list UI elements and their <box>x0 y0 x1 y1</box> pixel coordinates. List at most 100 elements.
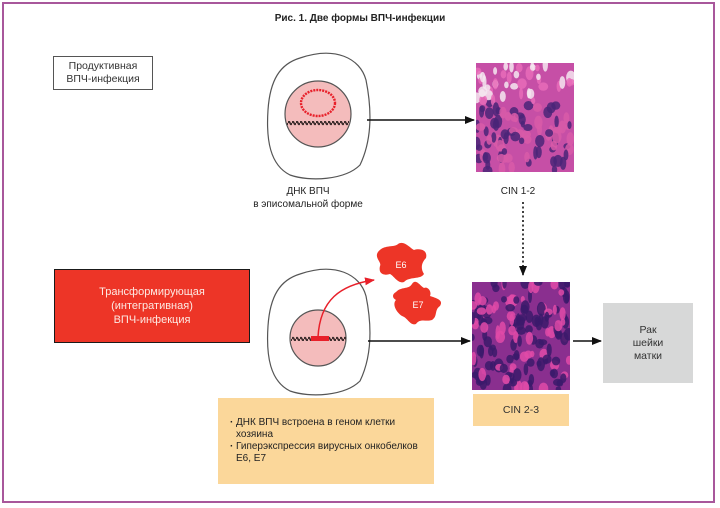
tissue-cell <box>538 82 549 91</box>
tissue-cell <box>499 106 507 119</box>
episomal-dna-ring <box>299 88 337 118</box>
tissue-cell <box>498 162 506 172</box>
tissue-cell <box>505 304 515 312</box>
transforming-label-line2: (интегративная) <box>111 300 193 312</box>
tissue-cell <box>534 115 543 130</box>
tissue-cell <box>523 135 532 144</box>
tissue-cell <box>472 351 477 366</box>
tissue-cell <box>550 140 558 151</box>
integrated-cell <box>266 268 375 396</box>
info-item: ДНК ВПЧ встроена в геном клетки хозяина <box>230 417 424 441</box>
tissue-cell <box>554 115 559 128</box>
cancer-label-line1: Рак <box>639 323 657 336</box>
tissue-cell <box>501 296 507 303</box>
tissue-cell <box>500 70 507 79</box>
tissue-cell <box>517 335 522 347</box>
tissue-cell <box>485 304 493 315</box>
tissue-cell <box>555 386 562 390</box>
tissue-cell <box>509 313 515 326</box>
tissue-cell <box>480 322 489 333</box>
tissue-cell <box>510 83 519 90</box>
tissue-cell <box>552 304 557 315</box>
tissue-cell <box>520 381 530 390</box>
tissue-cell <box>566 132 574 146</box>
tissue-cell <box>526 88 531 99</box>
tissue-cell <box>524 151 530 163</box>
tissue-cell <box>493 67 498 75</box>
episomal-caption-line2: в эписомальной форме <box>253 199 363 210</box>
tissue-cell <box>528 374 535 385</box>
tissue-cell <box>490 282 498 288</box>
tissue-cell <box>492 78 498 90</box>
tissue-cell <box>531 97 536 105</box>
tissue-cell <box>513 350 520 361</box>
tissue-cell <box>538 382 549 390</box>
tissue-cell <box>546 343 552 357</box>
tissue-cell <box>535 64 540 72</box>
cancer-label-line2: шейки <box>632 336 664 349</box>
integration-info-box: ДНК ВПЧ встроена в геном клетки хозяина … <box>218 398 434 484</box>
e7-shape <box>393 281 442 325</box>
tissue-cell <box>565 355 570 365</box>
tissue-cell <box>510 112 519 122</box>
tissue-cell <box>533 103 542 112</box>
tissue-cell <box>550 368 558 379</box>
tissue-cell <box>476 67 482 75</box>
figure-title: Рис. 1. Две формы ВПЧ-инфекции <box>274 13 446 24</box>
tissue-cell <box>509 63 514 73</box>
tissue-cell <box>491 132 497 143</box>
transforming-label-line1: Трансформирующая <box>99 286 205 298</box>
tissue-cell <box>542 63 548 72</box>
tissue-cell <box>476 144 483 151</box>
tissue-cell <box>533 282 543 286</box>
tissue-cell <box>486 134 493 145</box>
tissue-cell <box>560 332 569 346</box>
tissue-cell <box>529 64 536 71</box>
tissue-cell <box>505 296 515 307</box>
tissue-cell <box>479 71 486 83</box>
tissue-cell <box>506 71 512 84</box>
tissue-cell <box>503 63 508 71</box>
tissue-cell <box>542 354 552 364</box>
e7-label: E7 <box>412 300 423 310</box>
tissue-cell <box>525 325 533 334</box>
tissue-cell <box>551 356 561 366</box>
expression-arrow <box>317 277 375 338</box>
tissue-cell <box>478 367 486 382</box>
tissue-cell <box>502 383 512 390</box>
tissue-cell <box>500 129 510 140</box>
tissue-cell <box>499 91 506 102</box>
tissue-cell <box>499 363 508 373</box>
tissue-cell <box>492 102 500 117</box>
tissue-cell <box>560 373 567 383</box>
tissue-cell <box>506 354 514 364</box>
tissue-cell <box>523 124 533 131</box>
cin23-micrograph <box>472 282 570 390</box>
tissue-cell <box>513 368 522 382</box>
tissue-cell <box>476 307 487 315</box>
tissue-cell <box>490 94 496 106</box>
tissue-cell <box>554 320 563 332</box>
tissue-cell <box>493 301 499 311</box>
tissue-cell <box>538 313 544 326</box>
tissue-cell <box>479 95 488 105</box>
tissue-cell <box>520 282 530 289</box>
productive-label-line1: Продуктивная <box>68 60 138 72</box>
tissue-cell <box>545 327 551 337</box>
cin12-tissue-image <box>476 63 574 172</box>
tissue-cell <box>483 336 492 348</box>
tissue-cell <box>485 107 494 119</box>
tissue-cell <box>525 331 534 345</box>
chromosomal-dna-top <box>287 121 349 126</box>
tissue-cell <box>545 129 554 137</box>
tissue-cell <box>523 363 529 376</box>
tissue-cell <box>503 153 513 163</box>
integration-info-list: ДНК ВПЧ встроена в геном клетки хозяина … <box>230 417 424 465</box>
cin12-label: CIN 1-2 <box>500 186 536 197</box>
integrated-viral-dna <box>311 336 329 341</box>
tissue-cell <box>538 339 548 346</box>
tissue-cell <box>501 148 508 155</box>
tissue-cell <box>536 360 542 367</box>
tissue-cell <box>508 161 515 172</box>
